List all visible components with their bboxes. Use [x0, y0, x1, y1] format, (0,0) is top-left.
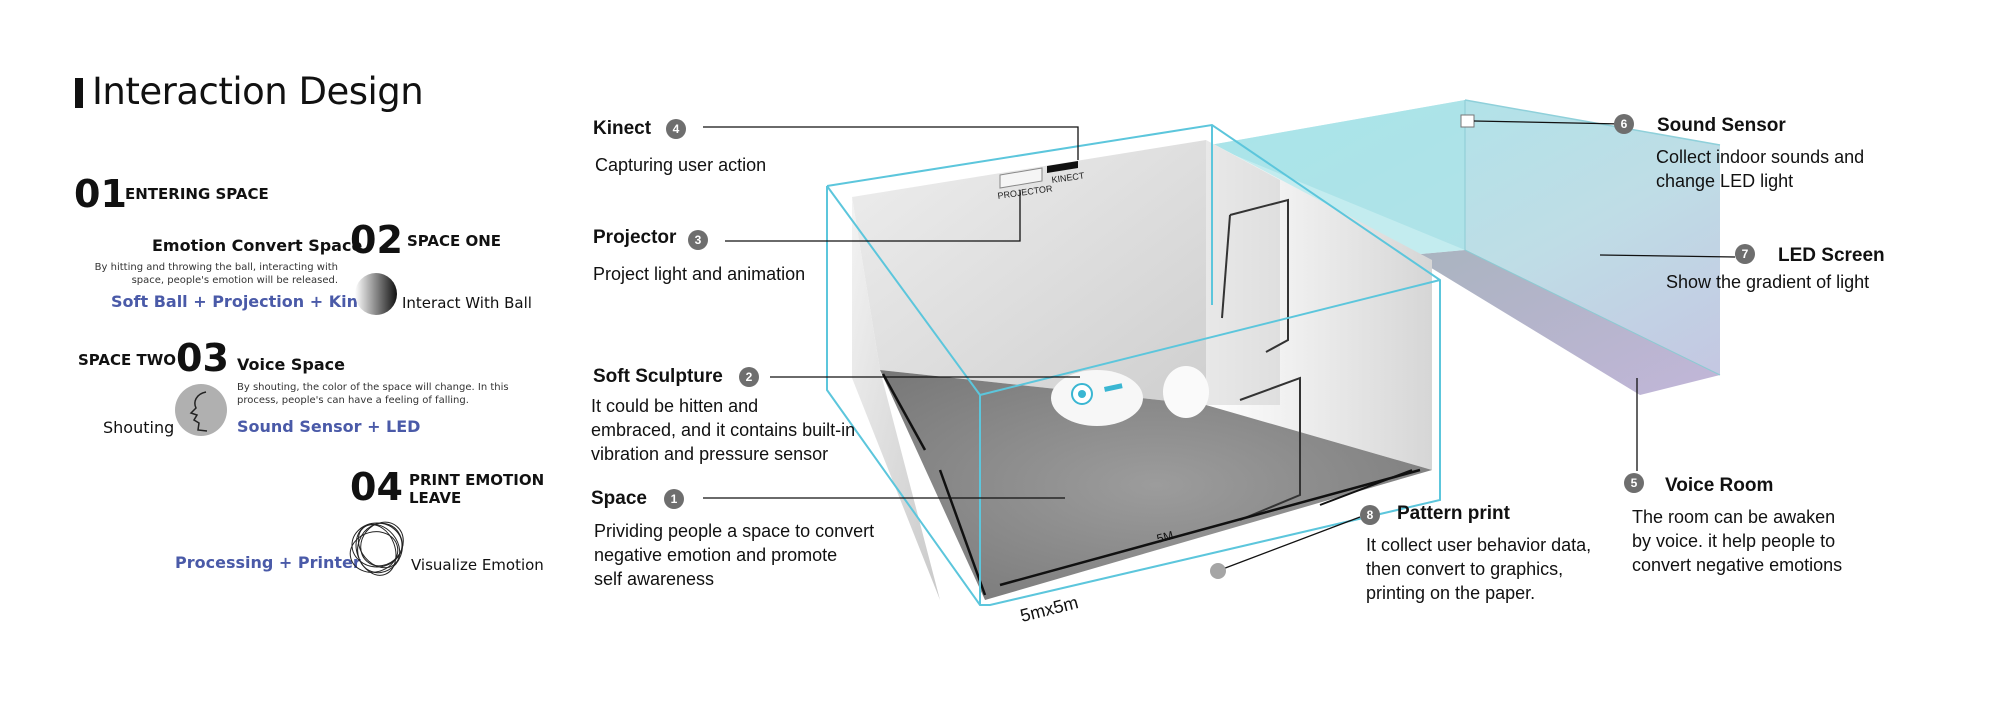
voice-desc-line3: convert negative emotions — [1632, 555, 1843, 575]
left-wall — [852, 197, 940, 600]
step-02-tech: Soft Ball + Projection + Kinect — [111, 292, 386, 311]
pattern-print-label: Pattern print — [1397, 503, 1510, 524]
step-02-subtitle: Emotion Convert Space — [152, 236, 363, 255]
shouting-face-icon — [175, 384, 227, 436]
badge-4: 4 — [666, 119, 686, 139]
step-04-name-line2: LEAVE — [409, 489, 462, 507]
step-03-caption: Shouting — [103, 418, 175, 437]
step-02-desc-line2: space, people's emotion will be released… — [131, 275, 338, 286]
voice-room-desc: The room can be awaken by voice. it help… — [1632, 505, 1842, 577]
step-03-name: SPACE TWO — [78, 351, 177, 369]
back-wall — [852, 140, 1206, 405]
step-04-name: PRINT EMOTION LEAVE — [409, 471, 544, 507]
soft-desc-line2: embraced, and it contains built-in — [591, 420, 856, 440]
concrete-floor — [880, 370, 1432, 600]
pattern-desc-line3: printing on the paper. — [1366, 583, 1536, 603]
space-desc-line2: negative emotion and promote — [594, 545, 838, 565]
space-desc: Prividing people a space to convert nega… — [594, 519, 874, 591]
soft-desc-line1: It could be hitten and — [591, 396, 759, 416]
step-02-caption: Interact With Ball — [402, 294, 532, 312]
pattern-print-dot — [1210, 563, 1226, 579]
soft-sculpture — [1051, 366, 1209, 426]
voice-room-label: Voice Room — [1665, 475, 1774, 496]
tangled-lines-icon — [349, 521, 404, 576]
right-wall — [1206, 140, 1432, 470]
gradient-ball-icon — [355, 273, 397, 315]
title-bar — [75, 78, 83, 108]
step-04-name-line1: PRINT EMOTION — [409, 471, 545, 489]
step-02-name: SPACE ONE — [407, 232, 502, 250]
step-03-description: By shouting, the color of the space will… — [237, 381, 509, 407]
pattern-print-desc: It collect user behavior data, then conv… — [1366, 533, 1591, 605]
pattern-desc-line2: then convert to graphics, — [1366, 559, 1564, 579]
glass-door-outline — [1239, 376, 1301, 521]
step-03-desc-line2: process, people's can have a feeling of … — [237, 395, 469, 406]
step-02-description: By hitting and throwing the ball, intera… — [60, 261, 338, 287]
led-screen-label: LED Screen — [1778, 245, 1885, 266]
badge-5: 5 — [1624, 473, 1644, 493]
badge-8: 8 — [1360, 505, 1380, 525]
step-04-tech: Processing + Printer — [175, 553, 361, 572]
projector-label: Projector — [593, 227, 677, 248]
glass-box-outline — [826, 123, 1441, 606]
badge-3: 3 — [688, 230, 708, 250]
step-03-subtitle: Voice Space — [237, 355, 345, 374]
badge-1: 1 — [664, 489, 684, 509]
step-02-desc-line1: By hitting and throwing the ball, intera… — [94, 262, 338, 273]
leader-lines — [703, 120, 1736, 571]
sound-desc-line1: Collect indoor sounds and — [1656, 147, 1865, 167]
voice-desc-line1: The room can be awaken — [1632, 507, 1836, 527]
step-04-caption: Visualize Emotion — [411, 556, 544, 574]
badge-7: 7 — [1735, 244, 1755, 264]
sound-sensor-label: Sound Sensor — [1657, 115, 1786, 136]
space-label: Space — [591, 488, 647, 509]
kinect-tag: KINECT — [1051, 170, 1086, 185]
step-01-number: 01 — [74, 172, 127, 216]
led-screen-desc: Show the gradient of light — [1666, 272, 1870, 292]
sound-sensor-device — [1460, 114, 1475, 128]
sound-desc-line2: change LED light — [1656, 171, 1794, 191]
step-03-tech: Sound Sensor + LED — [237, 417, 421, 436]
soft-sculpture-desc: It could be hitten and embraced, and it … — [591, 394, 855, 466]
pattern-desc-line1: It collect user behavior data, — [1366, 535, 1592, 555]
width-label: 5M — [1155, 528, 1175, 546]
sound-sensor-desc: Collect indoor sounds and change LED lig… — [1656, 145, 1864, 193]
step-01-name: ENTERING SPACE — [125, 185, 269, 203]
projector-device — [999, 167, 1043, 189]
step-03-number: 03 — [176, 336, 229, 380]
page-title: Interaction Design — [92, 70, 424, 113]
kinect-label: Kinect — [593, 118, 652, 139]
voice-desc-line2: by voice. it help people to — [1632, 531, 1836, 551]
step-02-number: 02 — [350, 218, 403, 262]
badge-2: 2 — [739, 367, 759, 387]
space-desc-line3: self awareness — [594, 569, 715, 589]
badge-6: 6 — [1614, 114, 1634, 134]
soft-desc-line3: vibration and pressure sensor — [591, 444, 829, 464]
space-desc-line1: Prividing people a space to convert — [594, 521, 875, 541]
step-03-desc-line1: By shouting, the color of the space will… — [237, 382, 509, 393]
step-04-number: 04 — [350, 465, 403, 509]
door-outline — [1229, 198, 1289, 353]
kinect-desc: Capturing user action — [595, 155, 767, 175]
projector-desc: Project light and animation — [593, 264, 806, 284]
soft-sculpture-label: Soft Sculpture — [593, 366, 723, 387]
kinect-device — [1047, 161, 1078, 173]
